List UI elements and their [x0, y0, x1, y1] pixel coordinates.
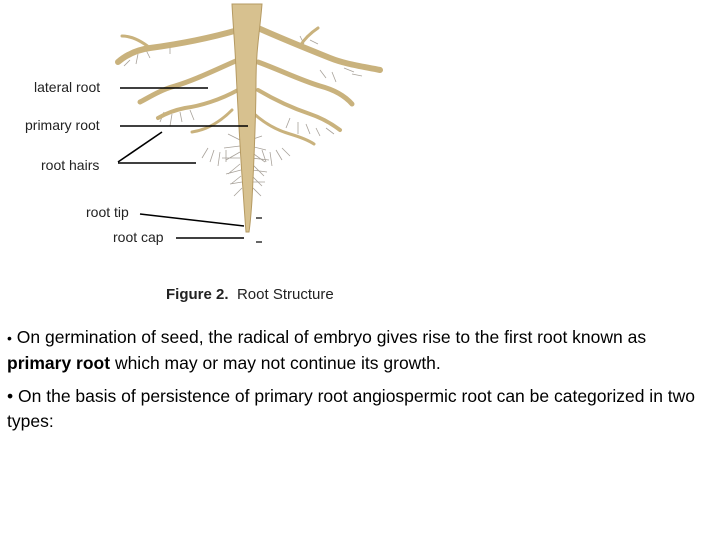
- label-root-hairs: root hairs: [41, 157, 99, 173]
- bullet-marker: •: [7, 330, 12, 346]
- bullet-paragraph-1: • On germination of seed, the radical of…: [7, 325, 713, 376]
- label-primary-root: primary root: [25, 117, 100, 133]
- caption-figure-number: Figure 2.: [166, 286, 229, 303]
- caption-title: Root Structure: [237, 286, 334, 303]
- bullet-1-bold-term: primary root: [7, 353, 111, 373]
- lateral-roots-drawing: [115, 25, 383, 146]
- bullet-1-text-end: which may or may not continue its growth…: [110, 353, 441, 373]
- label-lateral-root: lateral root: [34, 79, 100, 95]
- label-leader-lines: [117, 87, 248, 239]
- bullet-marker: •: [7, 386, 14, 406]
- label-root-tip: root tip: [86, 204, 129, 220]
- root-structure-diagram: lateral root primary root root hairs roo…: [25, 3, 383, 303]
- bullet-paragraph-2: • On the basis of persistence of primary…: [7, 384, 713, 434]
- root-illustration: [115, 3, 383, 233]
- label-root-cap: root cap: [113, 229, 164, 245]
- bullet-2-text: On the basis of persistence of primary r…: [7, 386, 696, 431]
- tip-tick-marks: [256, 217, 262, 243]
- bullet-1-text-start: On germination of seed, the radical of e…: [16, 327, 647, 347]
- figure-caption: Figure 2. Root Structure: [166, 286, 334, 303]
- primary-root-drawing: [231, 3, 263, 233]
